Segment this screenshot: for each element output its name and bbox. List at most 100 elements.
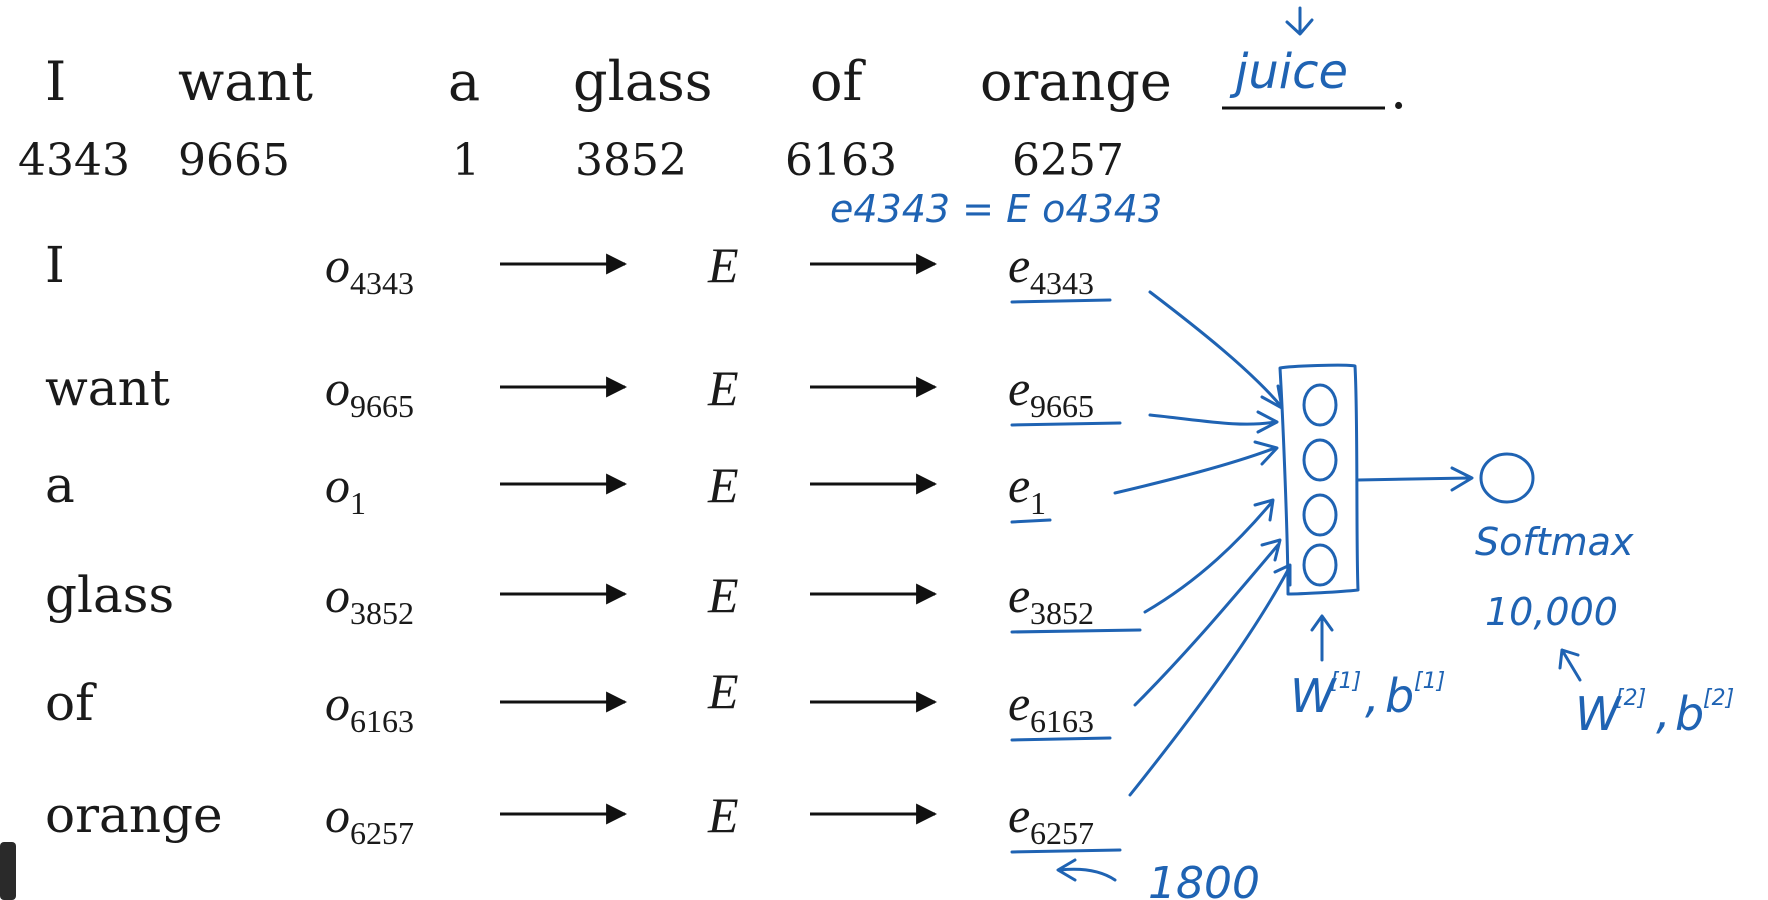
sentence-word: a xyxy=(448,50,480,113)
input-dim-arrow xyxy=(1056,858,1117,882)
sentence-word: glass xyxy=(573,50,712,113)
softmax-unit xyxy=(1479,452,1535,504)
blank-word: juice xyxy=(1229,44,1348,100)
hidden-bias-superscript: [1] xyxy=(1414,669,1445,694)
vocab-size: 10,000 xyxy=(1485,590,1618,634)
word-index: 3852 xyxy=(575,135,687,186)
embedding-underline xyxy=(1010,628,1142,634)
row-word: I xyxy=(45,236,65,294)
sentence-period: . xyxy=(1390,58,1407,121)
hidden-params-arrow xyxy=(1310,614,1334,662)
softmax-bias: b xyxy=(1675,687,1704,741)
onehot-subscript: 9665 xyxy=(350,388,414,424)
hidden-weight-superscript: [1] xyxy=(1330,669,1361,694)
embedding-underline xyxy=(1010,736,1112,742)
sentence-word: I xyxy=(45,50,66,113)
hidden-to-softmax-arrow xyxy=(1356,466,1474,492)
corner-tab xyxy=(0,842,16,900)
word-index: 6163 xyxy=(785,135,897,186)
softmax-label: Softmax xyxy=(1475,520,1634,564)
embedding-symbol: e xyxy=(1008,237,1030,293)
embedding-underline xyxy=(1010,298,1112,304)
embedding-symbol: e xyxy=(1008,787,1030,843)
input-arrow xyxy=(1148,410,1279,434)
onehot-subscript: 4343 xyxy=(350,265,414,301)
input-dim-annotation: 1800 xyxy=(1056,858,1260,900)
blank-arrow xyxy=(1285,6,1314,36)
embedding-symbol: e xyxy=(1008,567,1030,623)
embedding-to-hidden-arrows xyxy=(1113,290,1292,797)
embedding-subscript: 1 xyxy=(1030,485,1046,521)
onehot-symbol: o xyxy=(325,360,350,416)
embedding-subscript: 6163 xyxy=(1030,703,1094,739)
embedding-subscript: 3852 xyxy=(1030,595,1094,631)
onehot-subscript: 6163 xyxy=(350,703,414,739)
sentence-row: I want a glass of orange juice . xyxy=(45,6,1407,121)
row-word: of xyxy=(45,674,97,732)
onehot-symbol: o xyxy=(325,675,350,731)
onehot-symbol: o xyxy=(325,237,350,293)
input-arrow xyxy=(1128,563,1292,797)
embedding-matrix: E xyxy=(707,567,739,623)
hidden-bias: b xyxy=(1385,669,1414,723)
hidden-unit xyxy=(1302,493,1338,537)
hidden-layer-box xyxy=(1278,363,1360,596)
hidden-params: W [1] , b [1] xyxy=(1290,614,1445,723)
onehot-subscript: 3852 xyxy=(350,595,414,631)
hidden-weight: W xyxy=(1290,669,1337,723)
onehot-symbol: o xyxy=(325,457,350,513)
embedding-underline xyxy=(1010,848,1122,854)
embedding-subscript: 6257 xyxy=(1030,815,1094,851)
word-index: 6257 xyxy=(1012,135,1124,186)
input-arrow xyxy=(1143,498,1275,614)
embedding-underline xyxy=(1010,518,1052,524)
input-dim-value: 1800 xyxy=(1148,858,1260,900)
word-index: 9665 xyxy=(178,135,290,186)
embedding-symbol: e xyxy=(1008,360,1030,416)
sentence-word: want xyxy=(178,50,313,113)
hidden-unit xyxy=(1302,438,1338,482)
embedding-matrix: E xyxy=(707,787,739,843)
row-word: a xyxy=(45,456,75,514)
embedding-symbol: e xyxy=(1008,675,1030,731)
onehot-subscript: 1 xyxy=(350,485,366,521)
embedding-matrix: E xyxy=(707,457,739,513)
row-word: want xyxy=(45,359,170,417)
embedding-equation: e4343 = E o4343 xyxy=(830,187,1162,231)
onehot-symbol: o xyxy=(325,787,350,843)
word-index: 1 xyxy=(452,135,480,186)
sentence-word: orange xyxy=(980,50,1172,113)
softmax-bias-comma: , xyxy=(1656,685,1671,739)
softmax-weight: W xyxy=(1575,687,1622,741)
embedding-symbol: e xyxy=(1008,457,1030,513)
softmax-params-arrow xyxy=(1558,648,1582,682)
embedding-matrix: E xyxy=(707,360,739,416)
softmax-bias-superscript: [2] xyxy=(1703,686,1734,711)
row-word: glass xyxy=(45,566,174,624)
input-arrow xyxy=(1148,290,1284,410)
embedding-underline xyxy=(1010,421,1122,427)
embedding-subscript: 4343 xyxy=(1030,265,1094,301)
input-arrow xyxy=(1133,538,1282,707)
hidden-unit xyxy=(1302,543,1338,587)
index-row: 4343 9665 1 3852 6163 6257 xyxy=(18,135,1124,186)
softmax-weight-superscript: [2] xyxy=(1615,686,1646,711)
input-arrow xyxy=(1113,440,1279,495)
sentence-word: of xyxy=(810,50,867,113)
hidden-layer xyxy=(1278,363,1360,596)
word-index: 4343 xyxy=(18,135,130,186)
row-word: orange xyxy=(45,786,223,844)
hidden-bias-comma: , xyxy=(1365,669,1380,723)
onehot-subscript: 6257 xyxy=(350,815,414,851)
embedding-matrix: E xyxy=(707,237,739,293)
softmax-output: Softmax 10,000 W [2] , b [2] xyxy=(1356,452,1734,741)
hidden-unit xyxy=(1302,383,1338,427)
